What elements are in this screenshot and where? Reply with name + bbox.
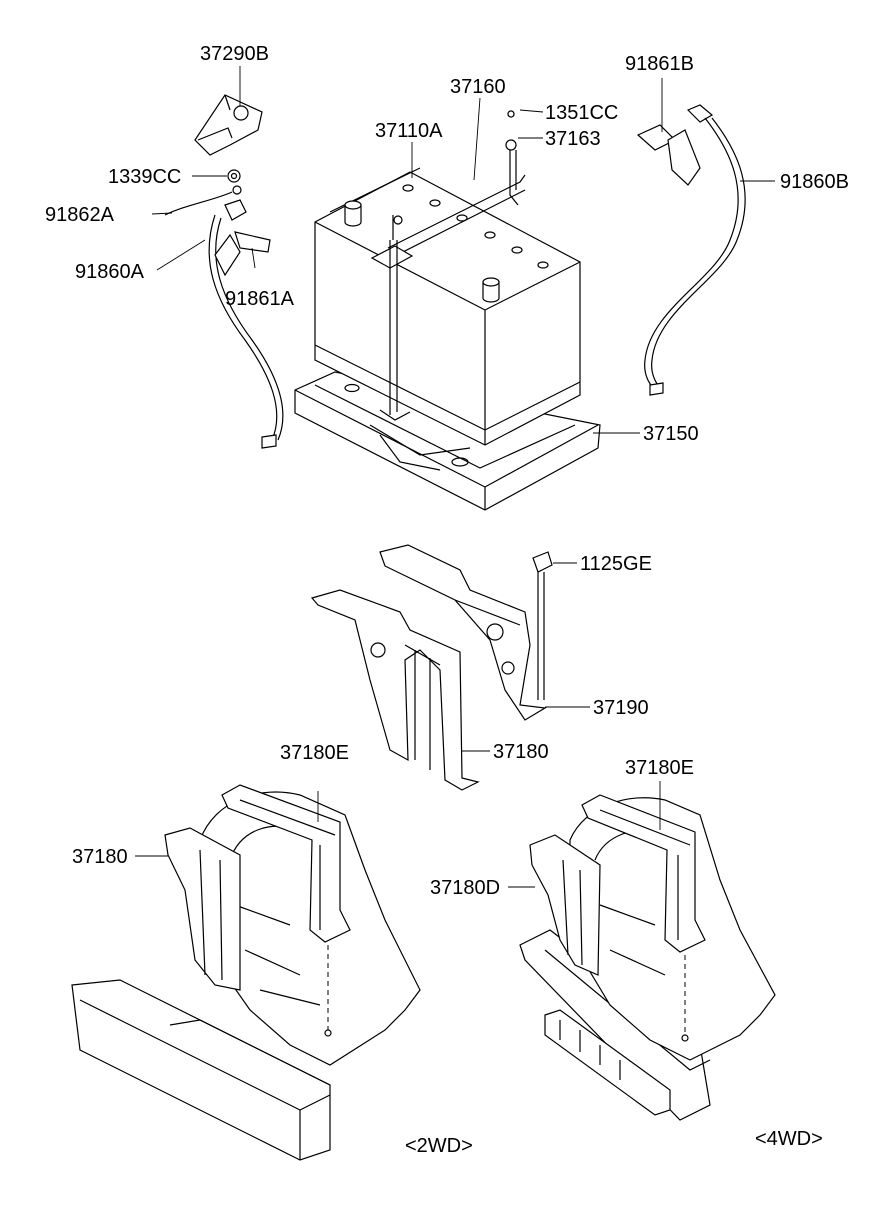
battery-bracket-drawing xyxy=(310,544,553,791)
callout-37163: 37163 xyxy=(545,128,601,150)
callout-91860b: 91860B xyxy=(780,171,849,193)
callout-91861b: 91861B xyxy=(625,53,694,75)
callout-1351cc: 1351CC xyxy=(545,102,618,124)
assembly-2wd-drawing xyxy=(71,784,421,1161)
callout-37290b: 37290B xyxy=(200,43,269,65)
negative-cable-drawing xyxy=(164,185,284,449)
callout-37180e-4wd: 37180E xyxy=(625,757,694,779)
callout-91860a: 91860A xyxy=(75,261,145,283)
callout-37190: 37190 xyxy=(593,697,649,719)
leader-lines xyxy=(135,66,775,888)
terminal-cover-drawing xyxy=(194,94,263,156)
callout-91862a: 91862A xyxy=(45,204,115,226)
callout-1339cc: 1339CC xyxy=(108,166,181,188)
caption-4wd: <4WD> xyxy=(755,1128,823,1150)
caption-2wd: <2WD> xyxy=(405,1135,473,1157)
callout-1125ge: 1125GE xyxy=(580,553,652,575)
callout-37180d: 37180D xyxy=(430,877,500,899)
callout-37160: 37160 xyxy=(450,76,506,98)
positive-cable-drawing xyxy=(636,104,746,396)
battery-drawing xyxy=(314,110,581,446)
callout-37180e-2wd: 37180E xyxy=(280,742,349,764)
nut-drawing xyxy=(227,169,241,183)
battery-tray-drawing xyxy=(294,371,601,511)
callout-37180-2wd: 37180 xyxy=(72,846,128,868)
callout-91861a: 91861A xyxy=(225,288,295,310)
callout-37110a: 37110A xyxy=(375,120,443,142)
nut-1351cc-drawing xyxy=(507,110,515,118)
assembly-4wd-drawing xyxy=(519,794,776,1121)
callout-37180-mid: 37180 xyxy=(493,741,549,763)
callout-37150: 37150 xyxy=(643,423,699,445)
